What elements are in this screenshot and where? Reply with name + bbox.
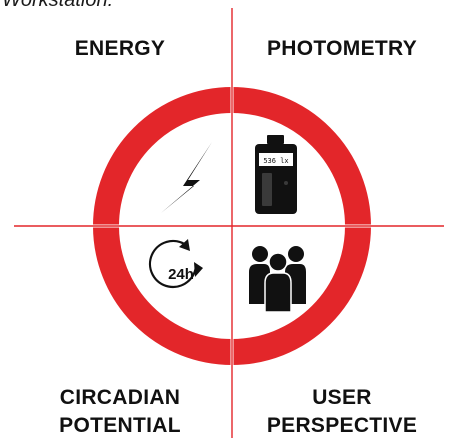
quadrant-label-photometry: PHOTOMETRY: [266, 37, 417, 60]
meter-button-panel: [262, 173, 272, 206]
quadrant-label-circadian-potential: CIRCADIAN POTENTIAL: [59, 386, 181, 437]
people-group-icon: [249, 246, 306, 313]
cycle-24h-icon: 24h: [148, 239, 203, 289]
cycle-label: 24h: [168, 266, 194, 283]
quadrant-label-energy: ENERGY: [74, 37, 166, 60]
lightning-bolt-icon: [161, 142, 212, 213]
quadrant-label-user-perspective: USER PERSPECTIVE: [266, 386, 418, 437]
light-meter-icon: 536 lx: [255, 135, 297, 214]
meter-display: [259, 153, 293, 166]
meter-knob: [284, 181, 288, 185]
caption: Workstation:: [2, 0, 114, 11]
meter-reading: 536 lx: [263, 157, 288, 165]
